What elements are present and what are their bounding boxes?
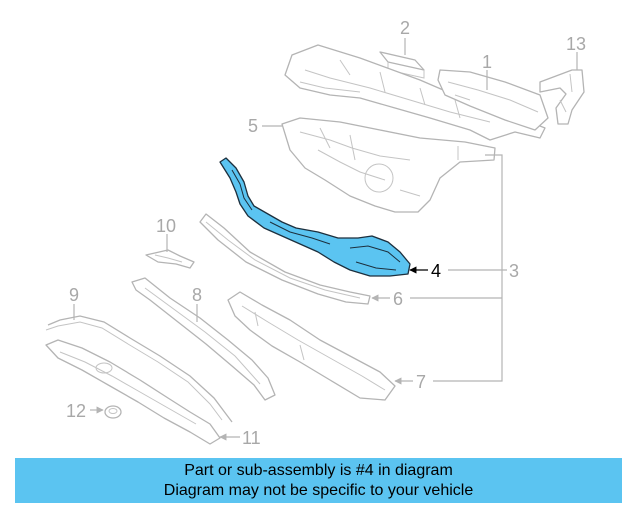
callout-10: 10	[156, 216, 176, 236]
part-5-dash-panel	[281, 117, 496, 213]
callout-13: 13	[566, 34, 586, 54]
callout-4: 4	[431, 261, 441, 281]
part-1-cowl-panel	[437, 69, 549, 131]
part-9-weatherstrip	[45, 315, 233, 423]
part-cowl-top-panel	[284, 44, 546, 141]
parts-diagram: 1 2 13 5 10 3 4 9 8 6 7 12 11	[45, 18, 586, 448]
info-banner: Part or sub-assembly is #4 in diagram Di…	[15, 458, 622, 503]
callout-12: 12	[66, 401, 86, 421]
part-2-insulator	[379, 51, 425, 79]
banner-line-disclaimer: Diagram may not be specific to your vehi…	[163, 482, 474, 499]
callout-9: 9	[69, 285, 79, 305]
part-12-grommet	[104, 405, 122, 419]
part-13-bracket	[539, 69, 585, 125]
callout-3: 3	[509, 261, 519, 281]
part-8-seal-rail	[131, 277, 276, 401]
part-6-seal-strip	[199, 213, 371, 305]
callout-2: 2	[400, 18, 410, 38]
part-10-bracket	[145, 249, 195, 269]
callout-7: 7	[416, 372, 426, 392]
callout-6: 6	[393, 289, 403, 309]
leader-3-bracket	[410, 154, 507, 382]
part-4-highlighted-seal	[219, 157, 411, 277]
callout-8: 8	[192, 285, 202, 305]
callout-5: 5	[248, 116, 258, 136]
part-7-cowl-cover	[227, 291, 396, 401]
banner-line-part-number: Part or sub-assembly is #4 in diagram	[184, 462, 453, 479]
part-11-lower-panel	[45, 339, 221, 445]
callout-1: 1	[482, 52, 492, 72]
callout-11: 11	[242, 428, 261, 448]
